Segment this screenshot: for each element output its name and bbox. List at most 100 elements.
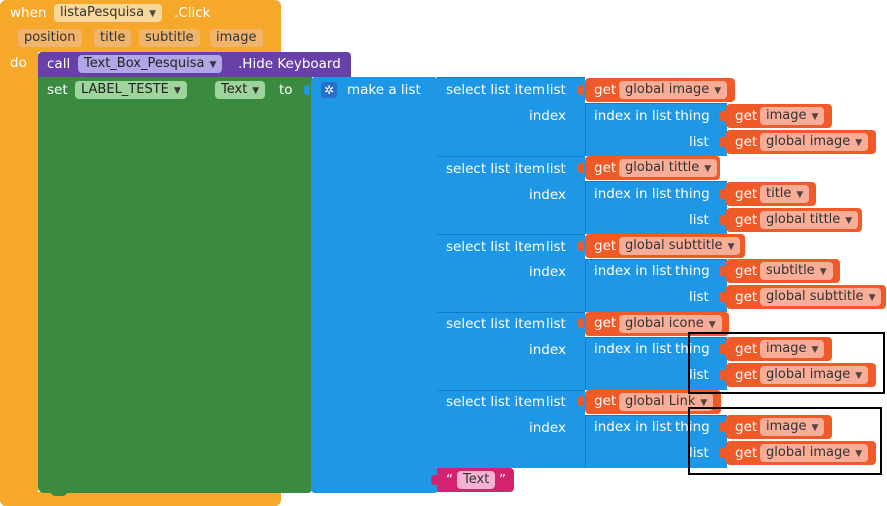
index-in-list-block-5[interactable]: index in list thing list [585,415,727,468]
select-list-word: list [546,161,566,177]
event-block[interactable]: when listaPesquisa▼ .Click position titl… [0,0,281,506]
event-component-dropdown[interactable]: listaPesquisa▼ [54,4,162,22]
select-list-item-block-1[interactable]: select list item list index [437,77,585,156]
get-block-list2-2[interactable]: get global tittle▼ [726,208,862,232]
get-block-thing-1[interactable]: get image▼ [726,104,832,128]
connector-tab [578,318,584,328]
param-title[interactable]: title [94,29,132,47]
param-subtitle[interactable]: subtitle [139,29,200,47]
get-block-thing-3[interactable]: get subtitle▼ [726,259,840,283]
text-value-field[interactable]: Text [457,471,496,489]
call-method-label: .Hide Keyboard [238,56,341,72]
gear-icon[interactable]: ✲ [321,82,337,98]
get-block-list2-5[interactable]: get global image▼ [726,441,876,465]
select-list-word: list [546,239,566,255]
index-in-list-block-4[interactable]: index in list thing list [585,337,727,390]
get-variable-dropdown[interactable]: image ▼ [760,107,825,125]
connector-tab [578,85,584,95]
make-a-list-block[interactable]: ✲ make a list [311,77,438,493]
get-label: get [735,367,758,383]
get-variable-dropdown[interactable]: global image▼ [619,81,728,99]
chevron-down-icon: ▼ [855,371,863,381]
get-variable-value: global subttitle [766,289,864,304]
select-list-word: list [546,82,566,98]
get-block-list2-3[interactable]: get global subttitle▼ [726,285,886,309]
get-variable-dropdown[interactable]: subtitle▼ [760,262,833,280]
highlight-box-2 [688,407,882,475]
chevron-down-icon: ▼ [855,138,863,148]
param-position[interactable]: position [18,29,82,47]
chevron-down-icon: ▼ [855,449,863,459]
connector-tab [719,292,725,302]
select-list-item-block-4[interactable]: select list item list index [437,312,585,390]
get-block-thing-5[interactable]: get image▼ [726,415,832,439]
get-block-list-5[interactable]: get global Link▼ [585,390,721,414]
select-list-item-block-5[interactable]: select list item list index [437,390,585,468]
connector-tab [719,422,725,432]
get-variable-dropdown[interactable]: image▼ [760,418,825,436]
index-in-list-block-1[interactable]: index in list thing list [585,103,727,156]
get-variable-dropdown[interactable]: global icone▼ [619,315,722,333]
get-variable-dropdown[interactable]: global tittle▼ [760,211,859,229]
select-index-word: index [529,108,566,124]
get-label: get [735,263,758,279]
get-variable-dropdown[interactable]: global image▼ [760,444,869,462]
highlight-box-1 [688,332,885,394]
select-list-word: list [546,316,566,332]
get-block-list2-1[interactable]: get global image▼ [726,130,876,154]
get-variable-dropdown[interactable]: global image▼ [760,133,869,151]
chevron-down-icon: ▼ [700,398,708,408]
get-block-list2-4[interactable]: get global image ▼ [726,363,876,387]
get-block-thing-2[interactable]: get title▼ [726,182,816,206]
get-variable-dropdown[interactable]: title▼ [760,185,810,203]
get-variable-value: global image [766,367,851,382]
chevron-down-icon: ▼ [704,164,712,174]
get-block-list-3[interactable]: get global subttitle▼ [585,234,745,258]
chevron-down-icon: ▼ [845,216,853,226]
chevron-down-icon: ▼ [811,345,819,355]
connector-tab [719,189,725,199]
select-index-word: index [529,420,566,436]
index-in-list-label: index in list [594,108,672,124]
get-block-list-2[interactable]: get global tittle▼ [585,156,720,180]
call-label: call [47,56,71,72]
get-block-list-1[interactable]: get global image▼ [585,78,735,102]
param-image[interactable]: image [210,29,263,47]
index-in-list-label: index in list [594,263,672,279]
select-list-item-block-2[interactable]: select list item list index [437,156,585,234]
get-variable-dropdown[interactable]: image▼ [760,340,825,358]
call-component-dropdown[interactable]: Text_Box_Pesquisa▼ [78,55,223,73]
thing-word: thing [675,263,710,279]
index-in-list-label: index in list [594,419,672,435]
get-variable-dropdown[interactable]: global Link▼ [619,393,714,411]
set-property-dropdown[interactable]: Text▼ [215,81,266,99]
index-list-word: list [689,367,709,383]
text-string-block[interactable]: “ Text ” [437,468,514,492]
index-in-list-block-3[interactable]: index in list thing list [585,259,727,312]
set-property-value: Text [221,82,248,97]
select-list-word: list [546,394,566,410]
chevron-down-icon: ▼ [811,112,819,122]
connector-tab [578,241,584,251]
make-a-list-label: make a list [347,82,421,98]
get-variable-dropdown[interactable]: global subttitle▼ [619,237,741,255]
set-component-dropdown[interactable]: LABEL_TESTE▼ [75,81,187,99]
thing-word: thing [675,419,710,435]
get-variable-dropdown[interactable]: global subttitle▼ [760,288,882,306]
select-list-item-block-3[interactable]: select list item list index [437,234,585,312]
call-hide-keyboard-block[interactable]: call Text_Box_Pesquisa▼ .Hide Keyboard [38,52,351,77]
get-label: get [735,212,758,228]
get-variable-value: image [766,108,807,123]
get-variable-dropdown[interactable]: global image ▼ [760,366,869,384]
index-list-word: list [689,134,709,150]
get-block-thing-4[interactable]: get image▼ [726,337,832,361]
get-variable-value: global image [625,82,710,97]
get-label: get [594,393,617,409]
index-in-list-block-2[interactable]: index in list thing list [585,181,727,234]
get-variable-dropdown[interactable]: global tittle▼ [619,159,718,177]
get-variable-value: title [766,186,792,201]
connector-tab [719,448,725,458]
set-label-text-block[interactable]: set LABEL_TESTE▼ . Text▼ to [38,77,312,493]
select-list-item-label: select list item [446,239,546,255]
set-to-label: to [279,82,293,98]
